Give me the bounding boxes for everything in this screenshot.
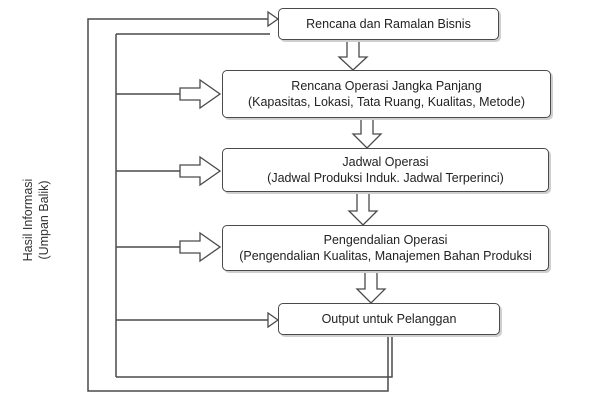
- arrowhead-into-box-1: [267, 10, 280, 28]
- box-operation-schedule-title: Jadwal Operasi: [342, 155, 429, 169]
- box-business-plan-title: Rencana dan Ramalan Bisnis: [306, 17, 471, 31]
- feedback-link-output: [116, 336, 393, 378]
- down-arrow-1-2: [337, 40, 369, 71]
- box-long-term-plan-title: Rencana Operasi Jangka Panjang: [291, 79, 482, 93]
- feedback-branches: [116, 33, 270, 321]
- box-operation-schedule: Jadwal Operasi (Jadwal Produksi Induk. J…: [222, 148, 549, 192]
- down-arrows: [337, 40, 387, 304]
- feedback-label: Hasil Informasi (Umpan Balik): [20, 140, 56, 300]
- down-arrow-3-4: [347, 192, 379, 226]
- box-operation-control-detail: (Pengendalian Kualitas, Manajemen Bahan …: [239, 249, 532, 263]
- box-operation-control: Pengendalian Operasi (Pengendalian Kuali…: [222, 225, 549, 271]
- feedback-label-line-1: Hasil Informasi: [21, 178, 35, 262]
- arrow-into-box-4: [179, 231, 222, 263]
- arrowhead-into-box-5: [267, 311, 280, 329]
- box-operation-control-title: Pengendalian Operasi: [323, 233, 448, 247]
- box-business-plan: Rencana dan Ramalan Bisnis: [278, 8, 499, 40]
- box-operation-schedule-detail: (Jadwal Produksi Induk. Jadwal Terperinc…: [267, 171, 504, 185]
- down-arrow-4-5: [355, 271, 387, 304]
- feedback-return-line: [87, 18, 389, 392]
- arrow-into-box-3: [179, 155, 222, 187]
- box-long-term-plan: Rencana Operasi Jangka Panjang (Kapasita…: [222, 70, 551, 118]
- feedback-label-line-2: (Umpan Balik): [37, 180, 51, 260]
- box-customer-output-title: Output untuk Pelanggan: [321, 312, 457, 326]
- box-long-term-plan-detail: (Kapasitas, Lokasi, Tata Ruang, Kualitas…: [247, 95, 525, 109]
- thin-arrowheads: [267, 10, 280, 329]
- side-arrows: [179, 78, 222, 263]
- box-customer-output: Output untuk Pelanggan: [278, 303, 500, 335]
- arrow-into-box-2: [179, 78, 222, 110]
- down-arrow-2-3: [351, 118, 383, 149]
